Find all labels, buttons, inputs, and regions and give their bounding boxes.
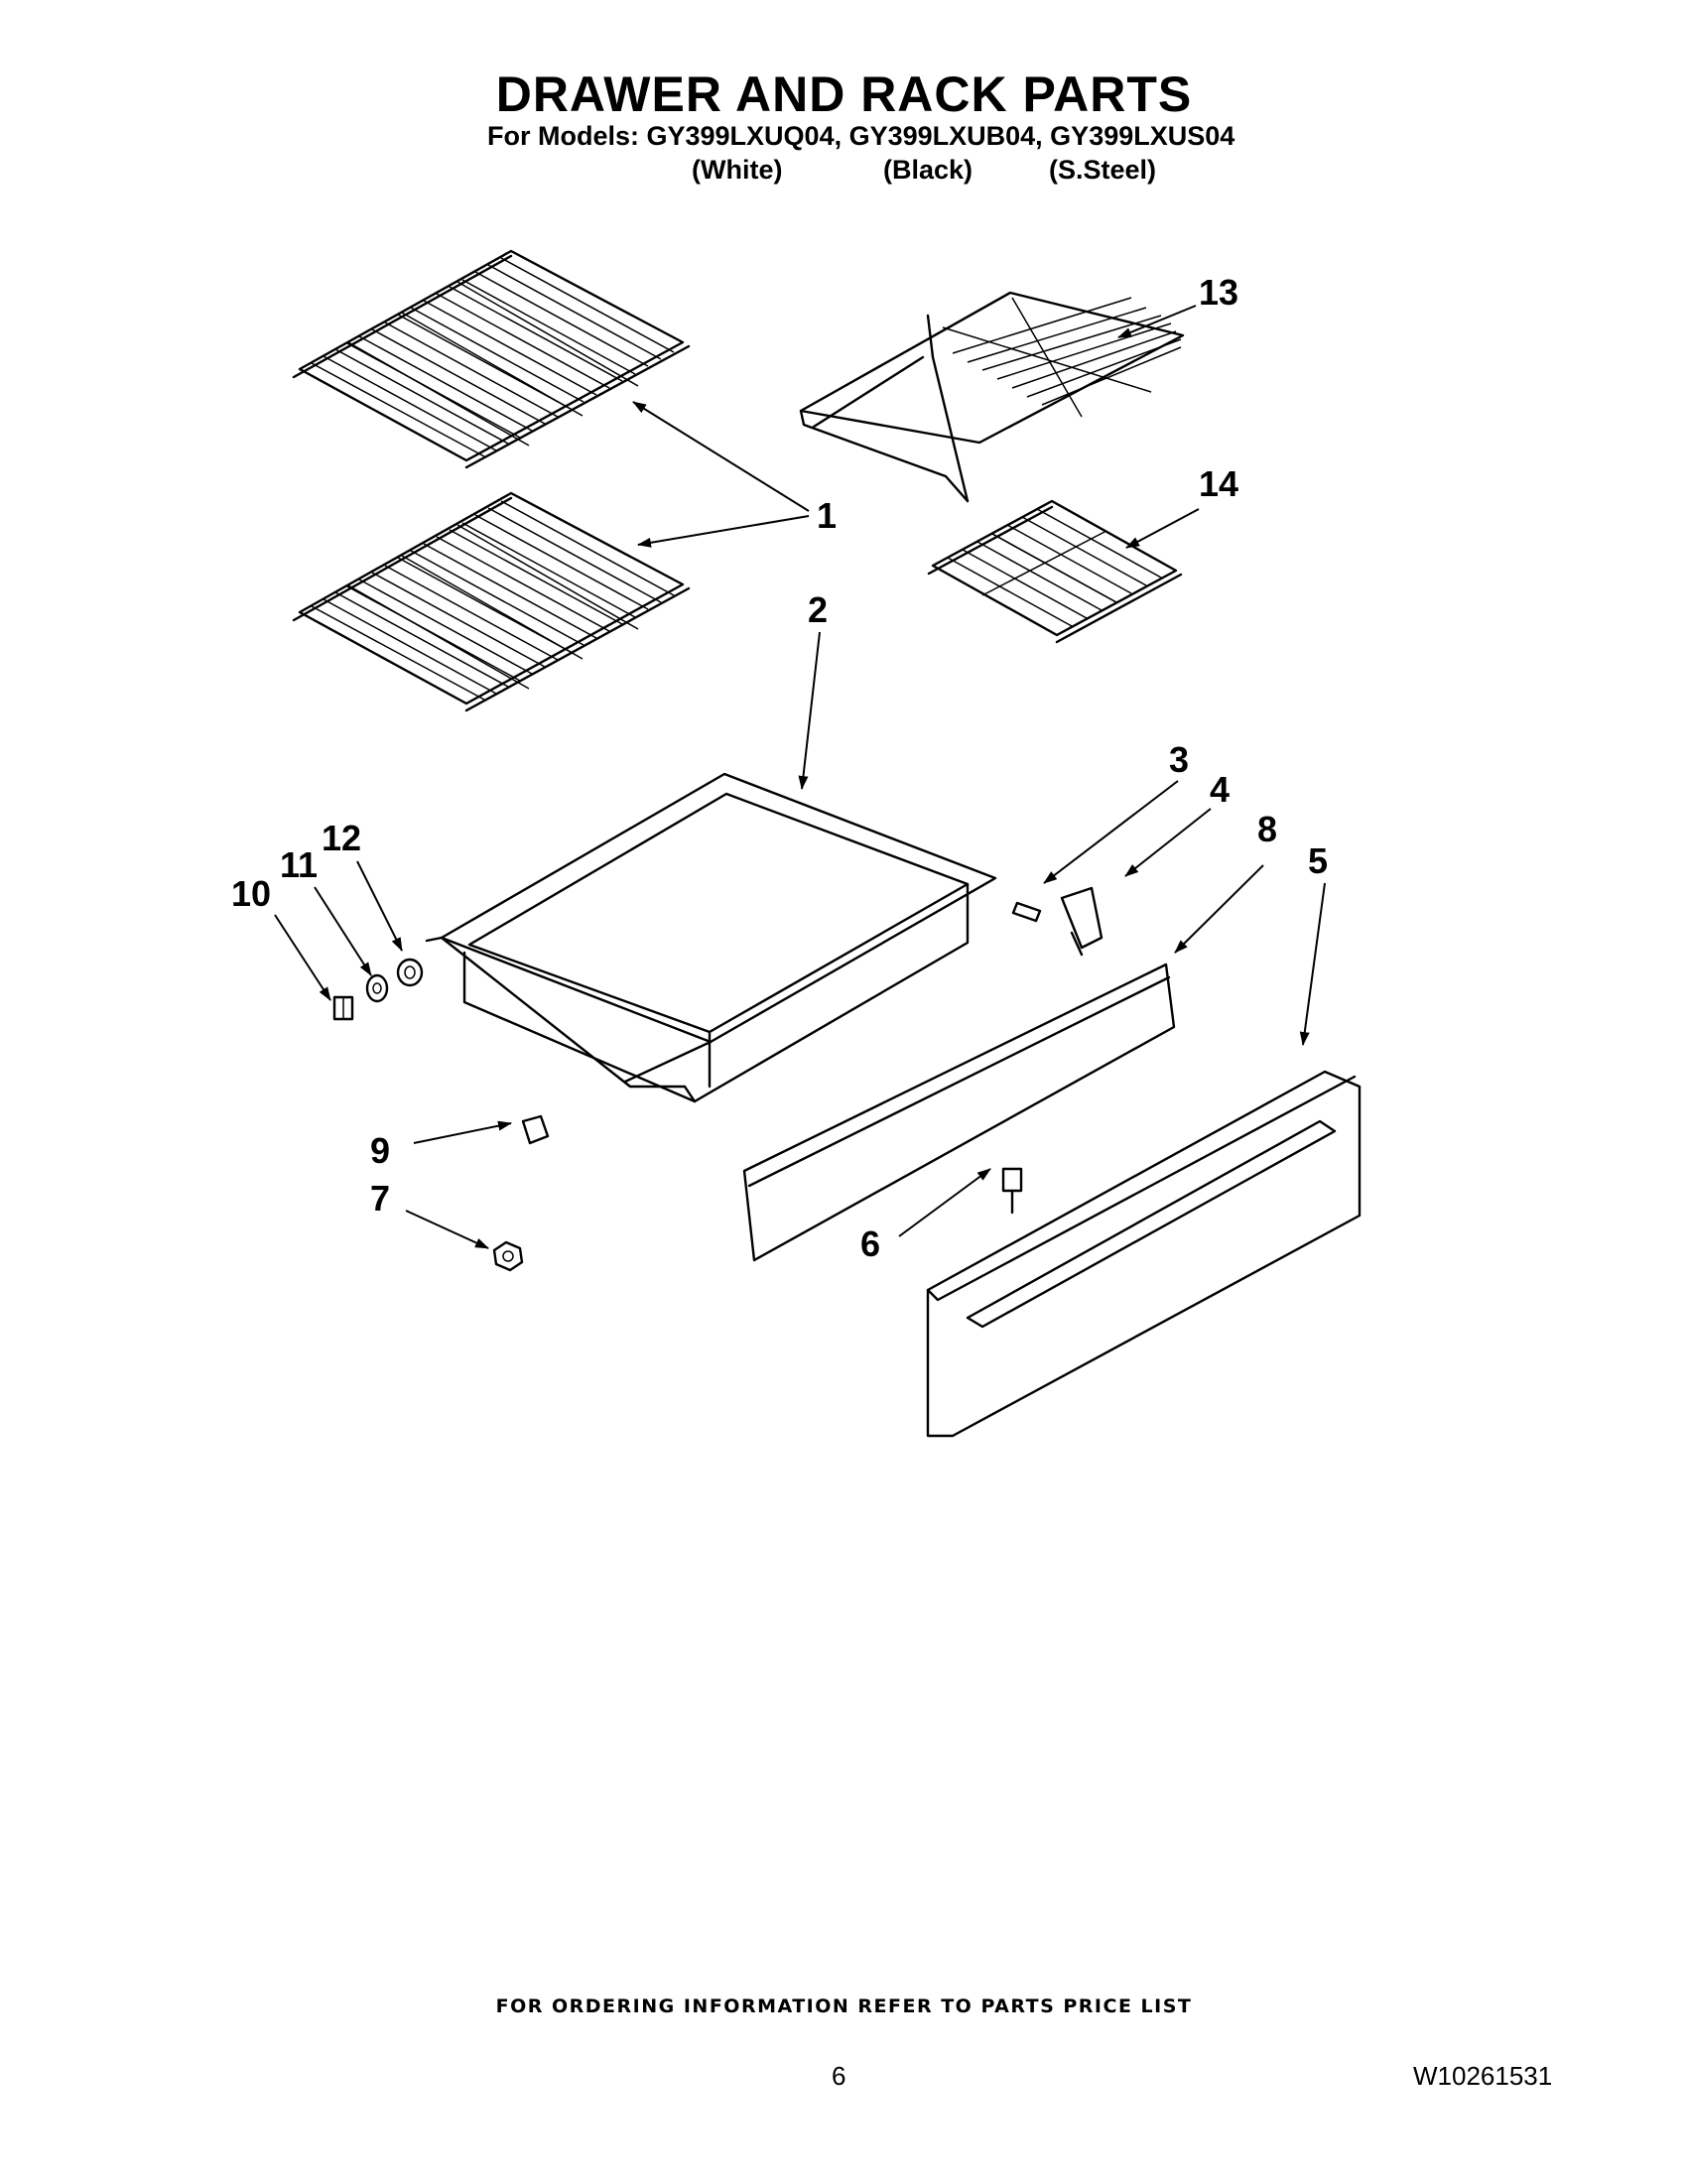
leader-14 [1125, 508, 1200, 549]
callout-11: 11 [280, 844, 318, 885]
oven-rack-upper [292, 249, 691, 469]
models-line: For Models: GY399LXUQ04, GY399LXUB04, GY… [487, 121, 1235, 151]
oven-rack-lower [292, 491, 691, 712]
leader-12 [356, 860, 403, 952]
drawer-support-8 [742, 963, 1176, 1262]
callout-4: 4 [1210, 769, 1230, 810]
roller-12 [396, 958, 424, 987]
callout-2: 2 [808, 589, 828, 630]
document-code: W10261531 [1413, 2061, 1553, 2091]
leader-4 [1124, 808, 1212, 877]
leader-10 [274, 914, 331, 1001]
callout-12: 12 [322, 818, 361, 858]
ordering-info-note: FOR ORDERING INFORMATION REFER TO PARTS … [495, 1995, 1193, 2017]
callout-7: 7 [370, 1178, 390, 1219]
leader-13 [1117, 305, 1197, 338]
variant-black: (Black) [883, 155, 974, 185]
screw-6 [1001, 1167, 1023, 1215]
drawer-front-panel [926, 1070, 1362, 1438]
leader-6 [898, 1168, 991, 1237]
leader-3 [1043, 780, 1179, 884]
leader-11 [314, 886, 372, 976]
clip-9 [521, 1114, 550, 1145]
leader-5 [1299, 882, 1326, 1046]
variant-white: (White) [692, 155, 783, 185]
drawer-pan [425, 772, 997, 1103]
spacer-11 [365, 973, 389, 1003]
screw-3 [1011, 901, 1042, 923]
leader-8 [1174, 864, 1264, 954]
callout-14: 14 [1199, 463, 1238, 504]
page-title: DRAWER AND RACK PARTS [495, 66, 1193, 122]
leader-7 [405, 1210, 489, 1249]
variant-stainless: (S.Steel) [1049, 155, 1157, 185]
leader-1b [637, 515, 810, 548]
leader-9 [413, 1120, 512, 1144]
callout-9: 9 [370, 1130, 390, 1171]
small-rack-14 [927, 499, 1183, 644]
callout-3: 3 [1169, 739, 1189, 780]
nut-7 [492, 1240, 524, 1272]
callout-10: 10 [231, 873, 271, 914]
callout-1: 1 [817, 495, 837, 536]
callout-13: 13 [1199, 272, 1238, 313]
leader-lines [274, 305, 1326, 1249]
page-number: 6 [832, 2061, 846, 2091]
bracket-4 [1060, 886, 1104, 957]
callout-5: 5 [1308, 840, 1328, 881]
leader-1a [632, 401, 810, 512]
split-rack-13 [799, 291, 1185, 503]
roller-10 [332, 995, 354, 1021]
callout-8: 8 [1257, 809, 1277, 849]
callout-6: 6 [860, 1223, 880, 1264]
leader-2 [798, 631, 821, 790]
